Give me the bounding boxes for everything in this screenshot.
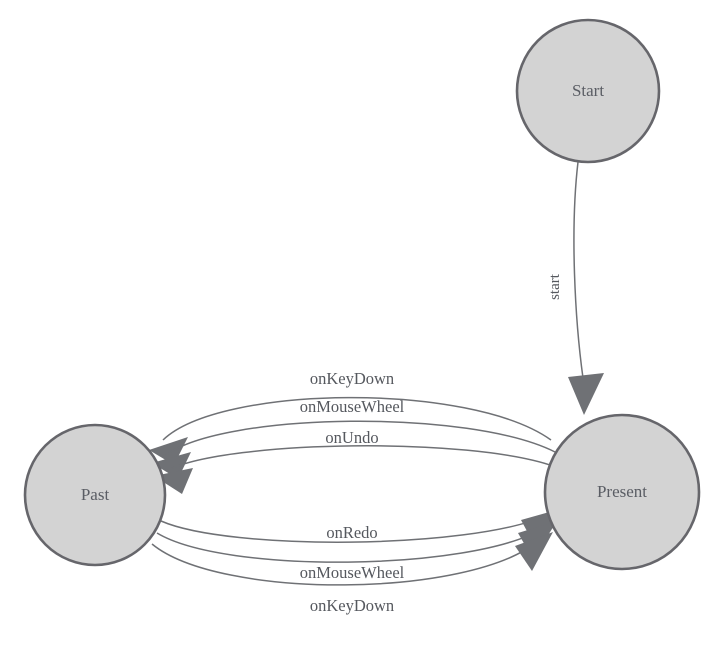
node-present[interactable]: Present	[543, 413, 701, 571]
edge-keydown-dn: onKeyDown	[151, 532, 553, 615]
node-start-circle[interactable]	[515, 18, 661, 164]
edge-undo-label: onUndo	[325, 428, 378, 447]
edge-mousewheel-dn-path	[156, 528, 543, 563]
edge-keydown-up-label: onKeyDown	[310, 369, 394, 388]
edge-keydown-up-path	[162, 396, 552, 441]
node-start-label: Start	[572, 81, 604, 100]
edge-redo-label: onRedo	[326, 523, 377, 542]
node-past[interactable]: Past	[23, 423, 167, 567]
edge-mousewheel-up: onMouseWheel	[152, 397, 556, 479]
edge-redo-path	[160, 515, 546, 543]
edge-keydown-dn-label: onKeyDown	[310, 596, 394, 615]
edge-start-path	[573, 161, 584, 379]
edge-mousewheel-up-label: onMouseWheel	[300, 397, 405, 416]
edge-mousewheel-up-path	[165, 420, 556, 456]
edge-start-label: start	[547, 273, 563, 300]
edge-start: start	[547, 161, 604, 415]
edge-mousewheel-dn-label: onMouseWheel	[300, 563, 405, 582]
edge-undo-path	[167, 445, 554, 471]
edge-undo: onUndo	[154, 428, 554, 494]
node-start[interactable]: Start	[515, 18, 661, 164]
edge-start-arrowhead	[568, 373, 604, 415]
edge-keydown-dn-arrowhead	[515, 532, 553, 571]
node-past-label: Past	[81, 485, 110, 504]
edge-keydown-dn-path	[151, 540, 539, 586]
node-present-circle[interactable]	[543, 413, 701, 571]
edge-undo-arrowhead	[154, 468, 193, 494]
node-present-label: Present	[597, 482, 647, 501]
edge-keydown-up: onKeyDown	[149, 369, 552, 465]
node-past-circle[interactable]	[23, 423, 167, 567]
edge-keydown-up-arrowhead	[149, 437, 188, 465]
edge-redo: onRedo	[160, 509, 560, 546]
